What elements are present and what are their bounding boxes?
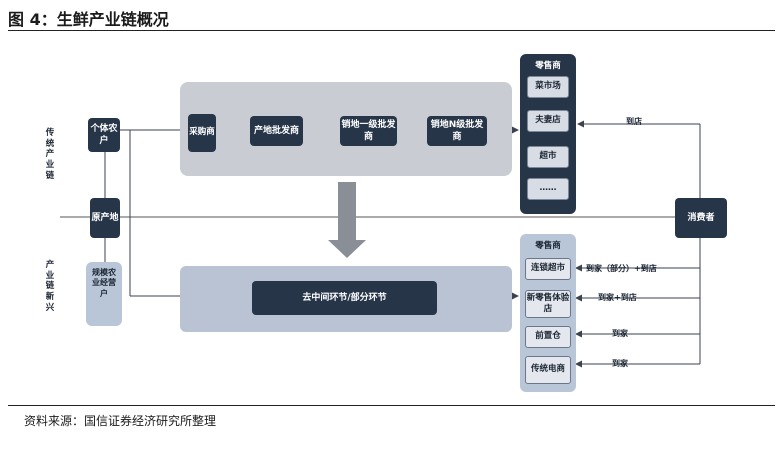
retail-market: 菜市场 [527, 76, 569, 98]
edge-supermarket: 到家（部分）+到店 [586, 264, 657, 273]
retail-more: …… [527, 178, 569, 200]
retail-family-store: 夫妻店 [527, 110, 569, 132]
source-rule [8, 405, 775, 406]
new-producer-node: 规模农业经营户 [86, 262, 122, 326]
new-chain-label: 产业链新兴 [45, 260, 55, 313]
title-rule [8, 30, 775, 31]
figure-title: 图 4：生鲜产业链概况 [8, 10, 169, 29]
edge-to-store-top: 到店 [626, 117, 642, 126]
retail-ecommerce: 传统电商 [525, 356, 571, 384]
edge-front-warehouse: 到家 [612, 329, 628, 338]
retail-front-warehouse: 前置仓 [525, 326, 571, 348]
new-producer-label: 规模农业经营户 [92, 268, 116, 298]
edge-ecommerce: 到家 [612, 359, 628, 368]
n-wholesaler-node: 销地N级批发商 [427, 116, 487, 146]
consumer-node: 消费者 [675, 198, 727, 238]
small-farmer-node: 个体农户 [88, 118, 120, 152]
first-wholesaler-node: 销地一级批发商 [340, 116, 397, 146]
retail-top-panel: 零售商 菜市场 夫妻店 超市 …… [520, 54, 576, 214]
traditional-chain-label: 传统产业链 [45, 128, 55, 181]
retail-bottom-panel: 零售商 连锁超市 新零售体验店 前置仓 传统电商 [520, 234, 576, 392]
origin-wholesaler-node: 产地批发商 [250, 116, 303, 146]
edge-new-retail: 到家+到店 [598, 293, 637, 302]
down-arrow-icon [328, 182, 366, 258]
retail-supermarket: 超市 [527, 146, 569, 168]
middle-link-node: 去中间环节/部分环节 [252, 281, 437, 315]
origin-node: 原产地 [90, 198, 120, 238]
retail-bottom-header: 零售商 [535, 241, 561, 251]
retail-chain-supermarket: 连锁超市 [525, 258, 571, 280]
purchaser-node: 采购商 [188, 114, 216, 152]
retail-top-header: 零售商 [535, 61, 561, 71]
source-note: 资料来源：国信证券经济研究所整理 [24, 414, 217, 428]
retail-new-experience-store: 新零售体验店 [525, 290, 571, 318]
